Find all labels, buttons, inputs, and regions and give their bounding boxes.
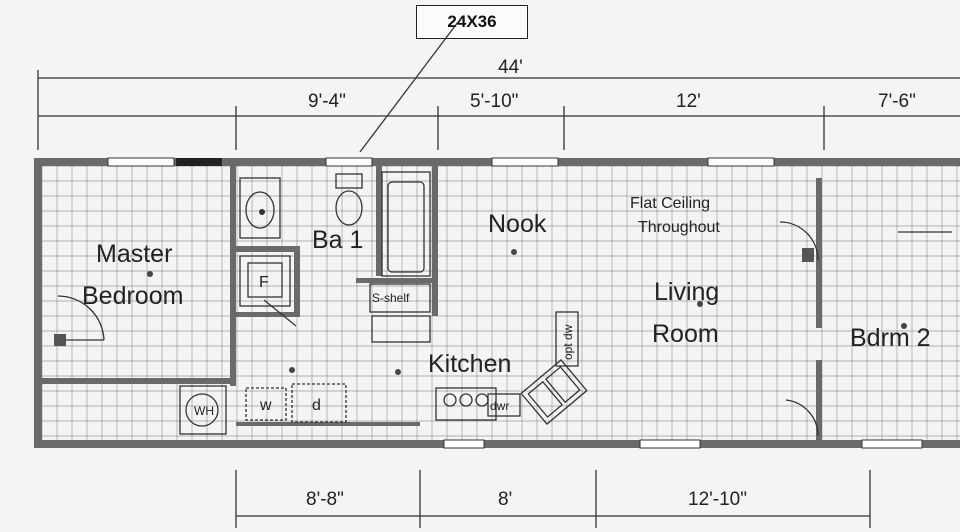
bottom-dimensions: 8'-8" 8' 12'-10": [235, 470, 871, 528]
label-living-2: Room: [652, 320, 719, 348]
label-ceiling-1: Flat Ceiling: [630, 195, 710, 212]
tag-leader-line: [359, 21, 459, 153]
furnace-label: F: [259, 274, 269, 291]
windows: [107, 157, 923, 449]
dim-overall: 44': [498, 57, 523, 78]
label-master-2: Bedroom: [82, 282, 183, 310]
interior-walls: [42, 166, 822, 440]
washer-dryer: w d: [245, 383, 347, 423]
water-heater-label: WH: [194, 404, 214, 418]
model-tag: 24X36: [416, 5, 528, 39]
dryer-label: d: [312, 397, 321, 414]
label-master-1: Master: [96, 240, 172, 268]
bath-sink: [239, 177, 281, 239]
dishwasher: dwr: [487, 393, 521, 417]
toilet: [335, 173, 363, 226]
dim-top-1: 9'-4": [308, 91, 346, 112]
dim-top-4: 7'-6": [878, 91, 916, 112]
label-nook: Nook: [488, 210, 547, 238]
opt-dw-label: opt dw: [561, 324, 575, 360]
label-bedroom-2: Bdrm 2: [850, 324, 931, 352]
door-swings: [57, 221, 952, 437]
label-kitchen: Kitchen: [428, 350, 511, 378]
shelf-label: S-shelf: [372, 291, 410, 305]
furnace: F: [239, 255, 291, 307]
dim-bottom-3: 12'-10": [688, 489, 747, 510]
floor-grid: [41, 165, 960, 440]
opt-dishwasher: opt dw: [555, 311, 579, 367]
dishwasher-label: dwr: [490, 399, 509, 413]
label-living-1: Living: [654, 278, 719, 306]
overall-dimension: 44': [37, 57, 960, 150]
dim-top-2: 5'-10": [470, 91, 518, 112]
kitchen-sink: [520, 359, 588, 425]
dim-top-3: 12': [676, 91, 701, 112]
label-bath: Ba 1: [312, 226, 363, 254]
dim-bottom-1: 8'-8": [306, 489, 344, 510]
top-dimensions: 9'-4" 5'-10" 12' 7'-6": [38, 91, 960, 150]
shelf: S-shelf: [369, 283, 431, 343]
water-heater: WH: [179, 385, 227, 435]
washer-label: w: [259, 397, 272, 414]
dim-bottom-2: 8': [498, 489, 512, 510]
label-ceiling-2: Throughout: [638, 219, 720, 236]
room-labels: Master Bedroom Ba 1 Nook Kitchen Living …: [82, 195, 931, 378]
range: [435, 387, 497, 421]
fixture-dots: [54, 248, 907, 375]
bathtub: [381, 171, 431, 277]
